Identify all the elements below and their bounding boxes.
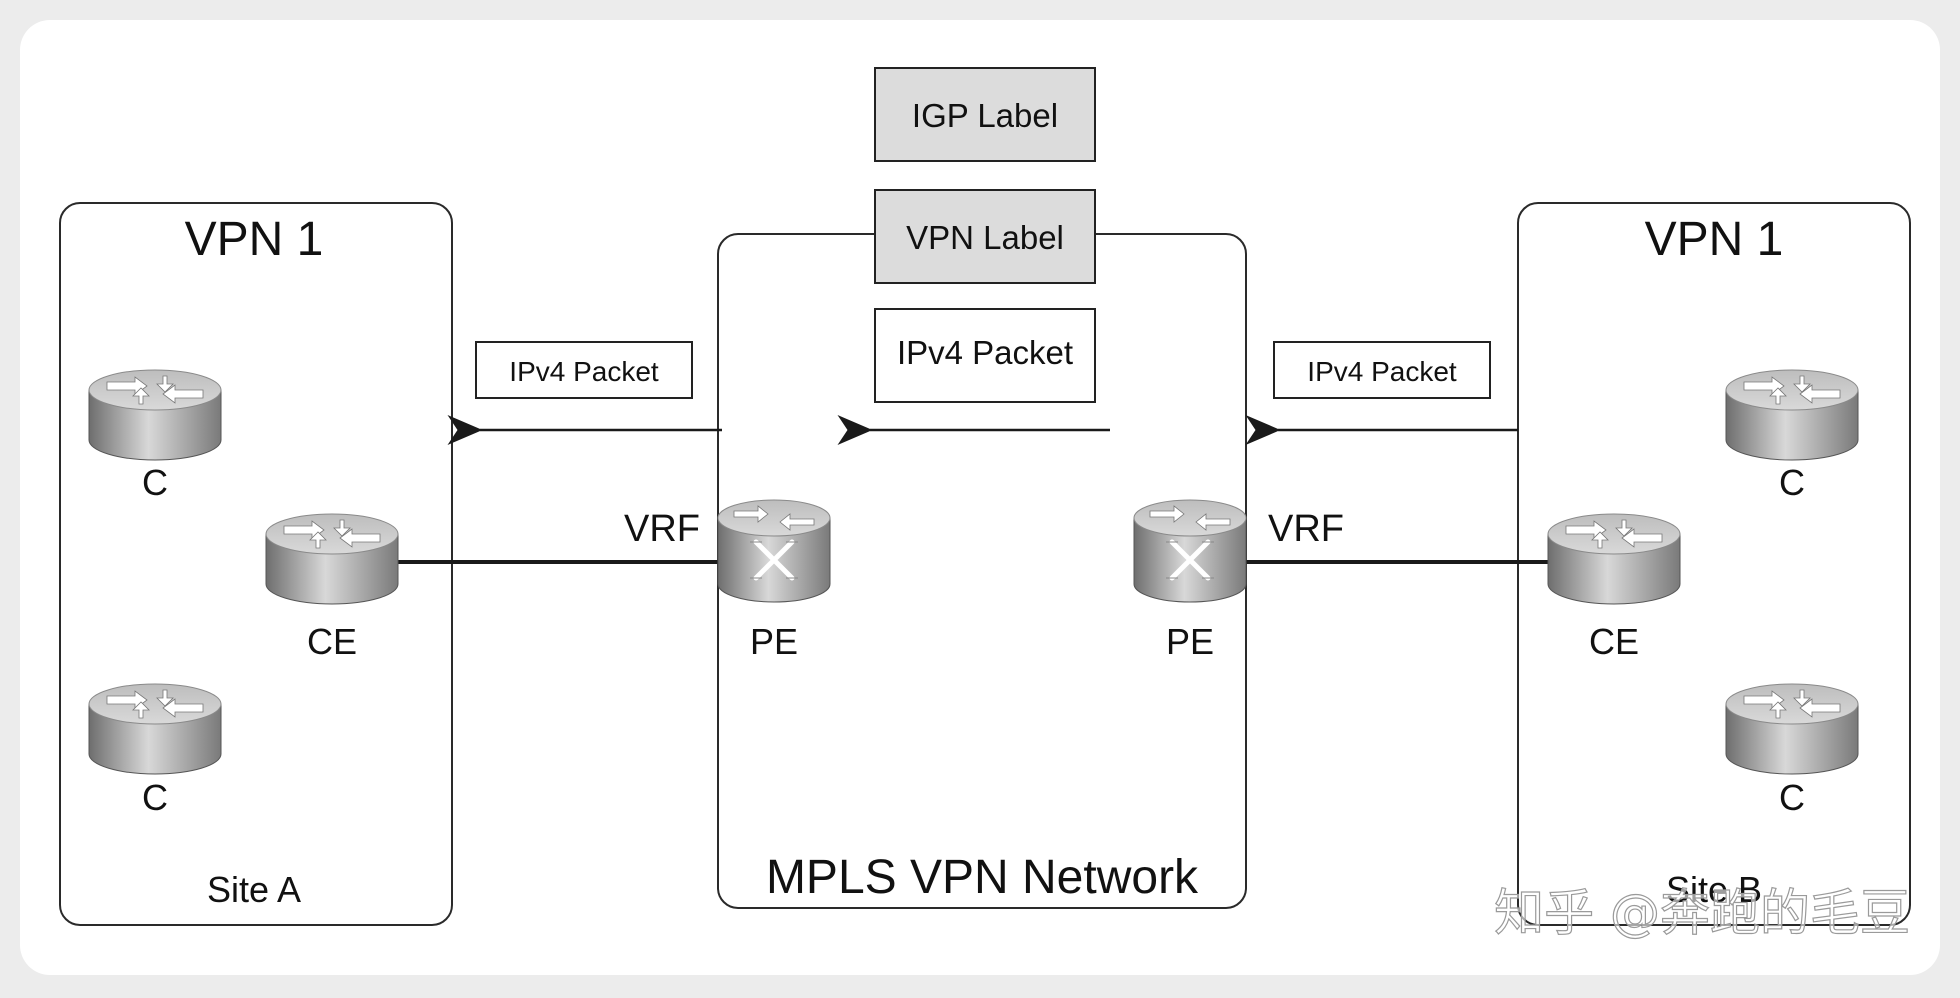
site-a-vpn-title: VPN 1 bbox=[185, 213, 324, 266]
ipv4-packet-right-box bbox=[1273, 341, 1491, 399]
router-icon bbox=[88, 683, 222, 775]
ipv4-packet-left-text: IPv4 Packet bbox=[509, 356, 659, 387]
pe-router-icon bbox=[1134, 500, 1246, 602]
router-icon bbox=[88, 369, 222, 461]
site-b-ce-label: CE bbox=[1589, 621, 1639, 662]
ipv4-packet-right-text: IPv4 Packet bbox=[1307, 356, 1457, 387]
router-icon bbox=[265, 513, 399, 605]
igp-label-text: IGP Label bbox=[912, 97, 1058, 134]
igp-label-box bbox=[874, 67, 1096, 162]
vrf-left-label: VRF bbox=[624, 508, 700, 550]
site-a-ce-label: CE bbox=[307, 621, 357, 662]
mpls-network-label: MPLS VPN Network bbox=[766, 851, 1199, 904]
diagram-card bbox=[20, 20, 1940, 975]
vrf-right-label: VRF bbox=[1268, 508, 1344, 550]
site-b-c-top-label: C bbox=[1779, 462, 1805, 503]
watermark: 知乎 @奔跑的毛豆 bbox=[1494, 884, 1910, 942]
site-a-label: Site A bbox=[207, 869, 301, 910]
site-b-vpn-title: VPN 1 bbox=[1645, 213, 1784, 266]
ipv4-packet-center-box bbox=[874, 308, 1096, 403]
site-b-label: Site B bbox=[1666, 869, 1762, 910]
router-icon bbox=[1547, 513, 1681, 605]
site-a-c-top-label: C bbox=[142, 462, 168, 503]
vpn-label-text: VPN Label bbox=[906, 219, 1064, 256]
ipv4-packet-left-box bbox=[475, 341, 693, 399]
pe-right-label: PE bbox=[1166, 621, 1214, 662]
ipv4-packet-center-text: IPv4 Packet bbox=[897, 334, 1073, 371]
pe-router-icon bbox=[718, 500, 830, 602]
site-b-c-bottom-label: C bbox=[1779, 777, 1805, 818]
router-icon bbox=[1725, 369, 1859, 461]
vpn-label-box bbox=[874, 189, 1096, 284]
router-icon bbox=[1725, 683, 1859, 775]
site-a-c-bottom-label: C bbox=[142, 777, 168, 818]
pe-left-label: PE bbox=[750, 621, 798, 662]
